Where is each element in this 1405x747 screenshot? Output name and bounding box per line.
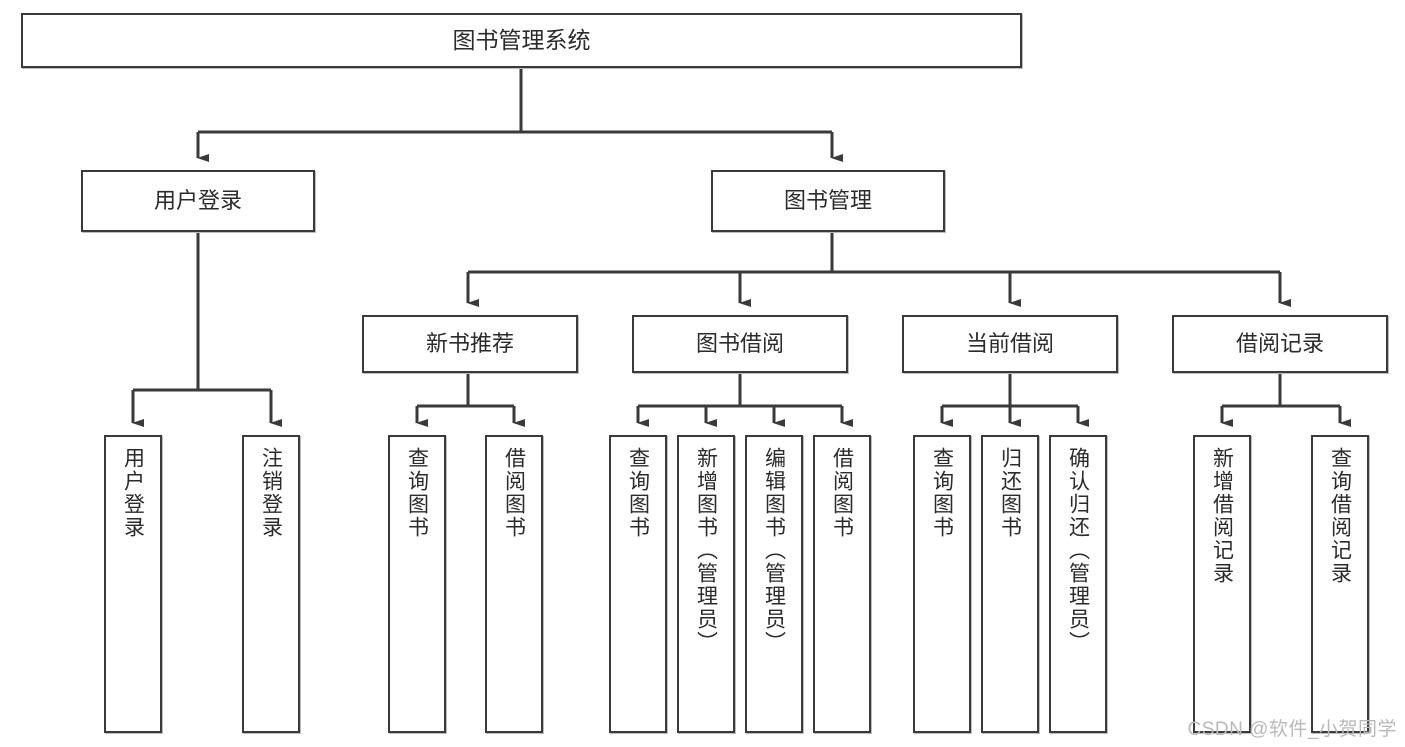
leaf-new-book-query[interactable]: 查询图书 [388,435,446,733]
node-label: 借阅图书 [502,447,526,539]
node-label: 用户登录 [121,447,145,539]
node-label: 新书推荐 [425,330,514,356]
node-book-borrow[interactable]: 图书借阅 [632,315,848,373]
leaf-new-book-borrow[interactable]: 借阅图书 [485,435,543,733]
node-label: 借阅记录 [1235,330,1324,356]
node-label: 查询图书 [405,447,429,539]
node-user-login[interactable]: 用户登录 [81,170,315,232]
leaf-current-confirm-return-admin[interactable]: 确认归还（管理员） [1049,435,1107,733]
node-label: 查询图书 [626,447,650,539]
node-label: 编辑图书（管理员） [762,447,786,654]
node-label: 当前借阅 [965,330,1054,356]
node-new-book-recommend[interactable]: 新书推荐 [362,315,578,373]
node-label: 新增图书（管理员） [694,447,718,654]
leaf-borrow-add-book-admin[interactable]: 新增图书（管理员） [677,435,735,733]
node-label: 注销登录 [259,447,283,539]
leaf-records-query-record[interactable]: 查询借阅记录 [1311,435,1369,733]
node-label: 查询图书 [930,447,954,539]
node-label: 确认归还（管理员） [1066,447,1090,654]
leaf-user-login-logout[interactable]: 注销登录 [242,435,300,733]
leaf-records-add-record[interactable]: 新增借阅记录 [1193,435,1251,733]
node-label: 借阅图书 [830,447,854,539]
leaf-current-query-book[interactable]: 查询图书 [913,435,971,733]
node-label: 查询借阅记录 [1328,447,1352,585]
node-book-management[interactable]: 图书管理 [711,170,945,232]
node-label: 图书借阅 [695,330,784,356]
node-current-borrow[interactable]: 当前借阅 [902,315,1118,373]
node-label: 用户登录 [153,187,242,213]
leaf-borrow-borrow-book[interactable]: 借阅图书 [813,435,871,733]
leaf-user-login-signin[interactable]: 用户登录 [104,435,162,733]
node-label: 图书管理 [783,187,872,213]
node-label: 图书管理系统 [452,26,591,53]
node-label: 归还图书 [998,447,1022,539]
node-borrow-records[interactable]: 借阅记录 [1172,315,1388,373]
leaf-borrow-query-book[interactable]: 查询图书 [609,435,667,733]
leaf-current-return-book[interactable]: 归还图书 [981,435,1039,733]
leaf-borrow-edit-book-admin[interactable]: 编辑图书（管理员） [745,435,803,733]
node-label: 新增借阅记录 [1210,447,1234,585]
watermark-text: CSDN @软件_小贺同学 [1187,719,1397,740]
node-root-system[interactable]: 图书管理系统 [21,13,1022,68]
